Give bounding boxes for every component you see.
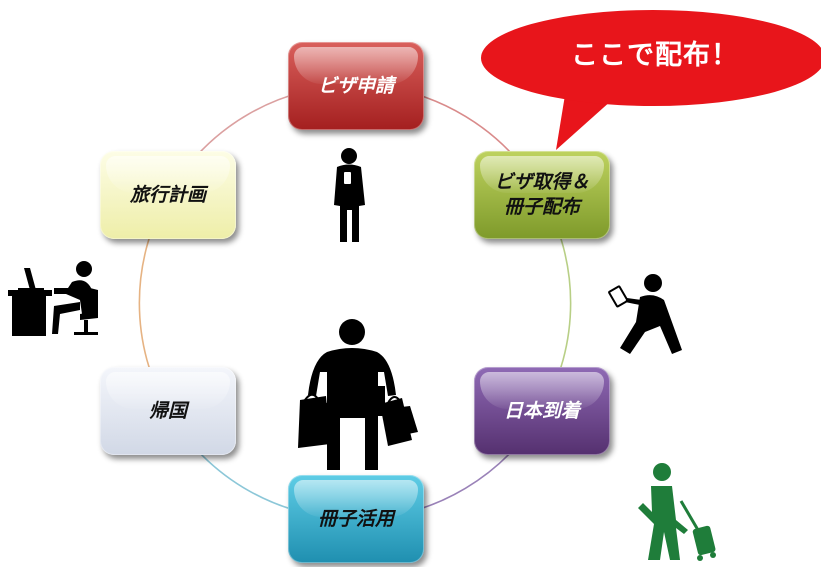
callout-text: ここで配布！ — [571, 40, 739, 71]
step-label: ビザ申請 — [317, 74, 394, 97]
callout-ellipse — [481, 10, 821, 106]
step-arrival-in-japan[interactable]: 日本到着 — [474, 367, 610, 455]
person-reading-tablet-icon — [608, 274, 682, 354]
shopper-with-bags-icon — [298, 319, 418, 470]
step-label: 帰国 — [148, 399, 187, 422]
person-at-computer-icon — [8, 261, 98, 336]
step-label: 旅行計画 — [129, 183, 206, 206]
step-travel-planning[interactable]: 旅行計画 — [100, 151, 236, 239]
step-booklet-use[interactable]: 冊子活用 — [288, 475, 424, 563]
step-return-home[interactable]: 帰国 — [100, 367, 236, 455]
step-visa-application[interactable]: ビザ申請 — [288, 42, 424, 130]
step-label: ビザ取得＆ 冊子配布 — [494, 171, 590, 218]
step-label: 冊子活用 — [317, 507, 394, 530]
callout-tail — [556, 95, 612, 150]
person-with-phone-icon — [334, 148, 365, 242]
traveler-with-suitcase-icon — [638, 463, 716, 561]
step-label: 日本到着 — [503, 399, 580, 422]
callout-bubble — [481, 10, 821, 150]
step-visa-acquisition-booklet-distribution[interactable]: ビザ取得＆ 冊子配布 — [474, 151, 610, 239]
